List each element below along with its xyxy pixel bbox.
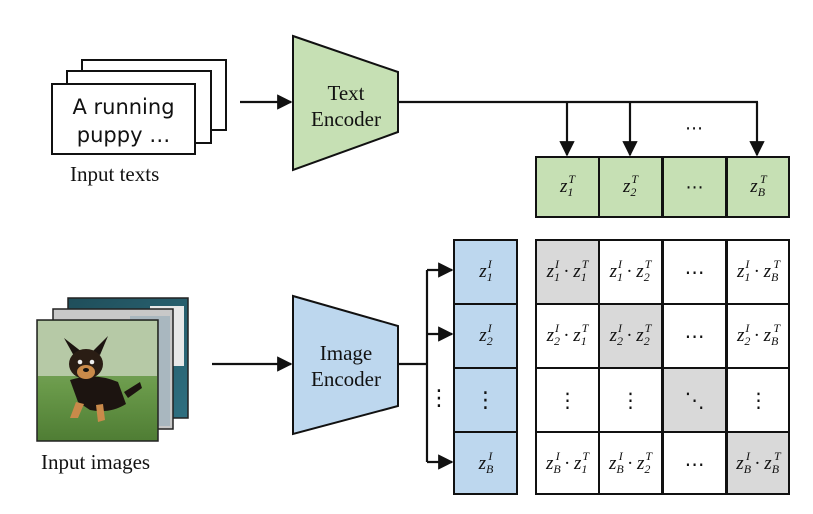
input-images-stack [36, 297, 189, 442]
matrix-cell-r3-c4 [726, 367, 790, 433]
matrix-cell-r4-c2 [598, 431, 663, 495]
image-embedding-cell-2 [453, 303, 518, 369]
image-encoder-line2: Encoder [311, 367, 381, 391]
text-encoder-shape [292, 34, 399, 172]
matrix-cell-r1-c1 [535, 239, 600, 305]
text-encoder-line1: Text [327, 81, 365, 105]
matrix-cell-r3-c3 [662, 367, 727, 433]
matrix-dots-r2-c3: ⋯ [684, 324, 705, 348]
matrix-cell-r1-c2 [598, 239, 663, 305]
text-embedding-cell-1 [535, 156, 600, 218]
matrix-cell-r4-c1 [535, 431, 600, 495]
matrix-cell-r4-c4 [726, 431, 790, 495]
text-encoder-label: Text Encoder [300, 80, 392, 132]
text-card-line1: A running [72, 95, 175, 119]
input-images-caption: Input images [41, 450, 151, 474]
matrix-cell-r2-c4 [726, 303, 790, 369]
image-encoder-shape [292, 294, 399, 436]
text-card-front: A running puppy … [51, 83, 196, 155]
puppy-icon [64, 336, 142, 422]
image-encoder-line1: Image [319, 341, 373, 365]
matrix-dots-r1-c3: ⋯ [684, 260, 705, 284]
matrix-dots-r3-c2: ⋮ [620, 388, 641, 412]
text-embedding-ellipsis: ⋯ [685, 176, 704, 198]
image-encoder-label: Image Encoder [300, 340, 392, 392]
matrix-dots-r3-c3: ⋱ [684, 388, 705, 412]
text-arrow-ellipsis: ⋯ [685, 118, 703, 139]
matrix-cell-r1-c4 [726, 239, 790, 305]
matrix-dots-r4-c3: ⋯ [684, 452, 705, 476]
image-embedding-cell-4 [453, 431, 518, 495]
text-embedding-cell-3 [662, 156, 727, 218]
text-embeddings-row [535, 156, 790, 218]
input-texts-caption: Input texts [70, 162, 160, 186]
image-embeddings-column [453, 239, 518, 495]
similarity-matrix [535, 239, 790, 495]
image-embedding-vdots: ⋮ [474, 387, 497, 413]
text-embedding-cell-4 [726, 156, 790, 218]
text-card-content: A running puppy … [53, 85, 194, 149]
text-card-line2: puppy … [76, 123, 171, 147]
matrix-cell-r3-c1 [535, 367, 600, 433]
image-arrow-vdots: ⋮ [428, 386, 450, 411]
image-embedding-cell-3 [453, 367, 518, 433]
text-embedding-cell-2 [598, 156, 663, 218]
text-encoder-line2: Encoder [311, 107, 381, 131]
matrix-dots-r3-c1: ⋮ [557, 388, 578, 412]
matrix-cell-r2-c1 [535, 303, 600, 369]
matrix-dots-r3-c4: ⋮ [748, 388, 769, 412]
